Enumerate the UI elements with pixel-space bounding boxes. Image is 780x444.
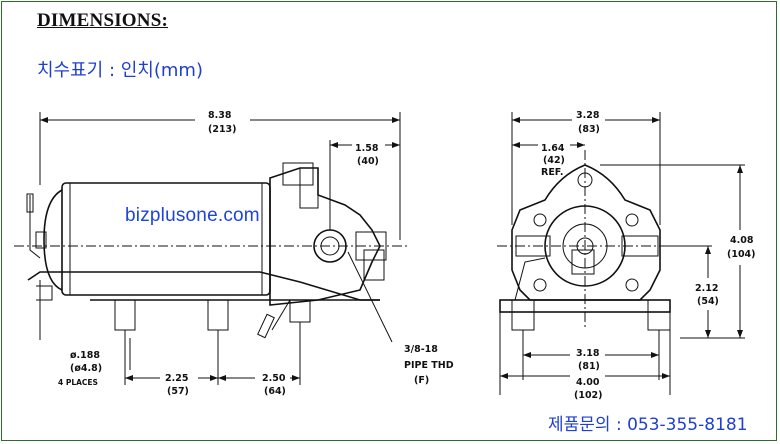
dim-mount-spacing-1-mm: (57) <box>167 386 189 397</box>
end-view-pump <box>497 150 680 331</box>
dim-port-height: 2.12 <box>695 283 718 294</box>
dim-height-mm: (104) <box>727 249 756 260</box>
dim-width-top-mm: (83) <box>578 124 600 135</box>
dim-center-offset-mm: (42) <box>543 155 565 166</box>
side-dimensions <box>39 112 401 385</box>
dim-hole-diameter-mm: (ø4.8) <box>70 363 102 374</box>
dim-overall-length-mm: (213) <box>208 124 237 135</box>
thread-type: PIPE THD <box>404 360 454 371</box>
end-dimensions <box>499 112 745 395</box>
dim-hole-note: 4 PLACES <box>58 378 98 387</box>
watermark-text: bizplusone.com <box>125 205 260 226</box>
dim-inlet-offset: 1.58 <box>355 143 379 154</box>
dim-mount-spacing-1: 2.25 <box>165 373 188 384</box>
thread-size: 3/8-18 <box>404 344 438 355</box>
dim-hole-diameter: ø.188 <box>70 350 100 361</box>
dim-mount-spacing-2-mm: (64) <box>264 386 286 397</box>
dim-mount-spacing-2: 2.50 <box>262 373 286 384</box>
dim-base-width-mm: (102) <box>574 390 603 401</box>
side-dimension-labels: 8.38 (213) 1.58 (40) ø.188 (ø4.8) 4 PLAC… <box>58 110 454 397</box>
dim-base-width: 4.00 <box>576 377 600 388</box>
dim-inlet-offset-mm: (40) <box>357 156 379 167</box>
dim-port-height-mm: (54) <box>697 296 719 307</box>
side-view-pump <box>14 162 410 343</box>
end-dimension-labels: 3.28 (83) 1.64 (42) REF. 4.08 (104) 2.12… <box>541 110 756 401</box>
unit-note: 치수표기 : 인치(mm) <box>37 60 203 81</box>
dim-center-offset: 1.64 <box>541 143 565 154</box>
thread-gender: (F) <box>414 375 429 386</box>
page-title: DIMENSIONS: <box>37 10 168 31</box>
dim-height: 4.08 <box>730 235 754 246</box>
dim-mount-width: 3.18 <box>576 348 600 359</box>
dim-width-top: 3.28 <box>576 110 600 121</box>
dim-mount-width-mm: (81) <box>578 361 600 372</box>
dim-center-offset-note: REF. <box>541 167 564 178</box>
dim-overall-length: 8.38 <box>208 110 232 121</box>
contact-phone: 제품문의 : 053-355-8181 <box>548 415 748 435</box>
